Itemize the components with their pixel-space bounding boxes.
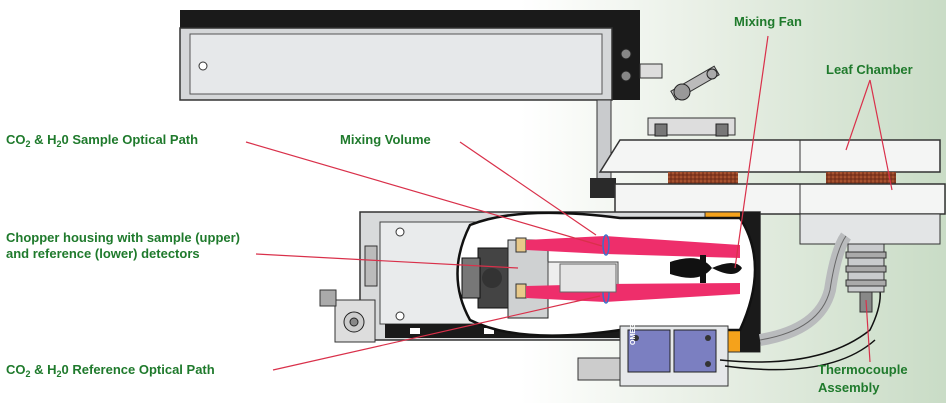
leader-lines [245, 35, 893, 371]
vertical-support [590, 99, 616, 198]
cable-harness [719, 232, 881, 371]
label-thermocouple-line1: Thermocouple [818, 362, 908, 377]
label-sample-optical-path: CO2 & H20 Sample Optical Path [6, 132, 199, 149]
label-thermocouple-line2: Assembly [818, 380, 880, 395]
leader-chopper [255, 253, 519, 269]
omega-brand-text: OMEGA [630, 318, 637, 345]
leader-mixing-volume [459, 141, 597, 236]
mixing-fan-blades [670, 255, 742, 283]
label-chopper-line2: and reference (lower) detectors [6, 246, 200, 261]
label-mixing-volume: Mixing Volume [340, 132, 431, 147]
label-mixing-fan: Mixing Fan [734, 14, 802, 29]
upper-bracket [179, 10, 663, 101]
label-leaf-chamber: Leaf Chamber [826, 62, 913, 77]
label-chopper-line1: Chopper housing with sample (upper) [6, 230, 240, 245]
leader-mixing-fan [734, 35, 769, 269]
thermocouple-connector [577, 325, 729, 387]
thumb-screw [670, 65, 720, 101]
leader-leaf-chamber-a [845, 79, 871, 151]
leader-leaf-chamber-b [869, 79, 893, 191]
leader-reference-path [272, 295, 601, 371]
leader-thermocouple [865, 299, 871, 363]
leaf-chamber-assembly [598, 117, 946, 245]
label-reference-optical-path: CO2 & H20 Reference Optical Path [6, 362, 215, 379]
optical-paths [526, 234, 740, 304]
leader-sample-path [245, 141, 603, 247]
